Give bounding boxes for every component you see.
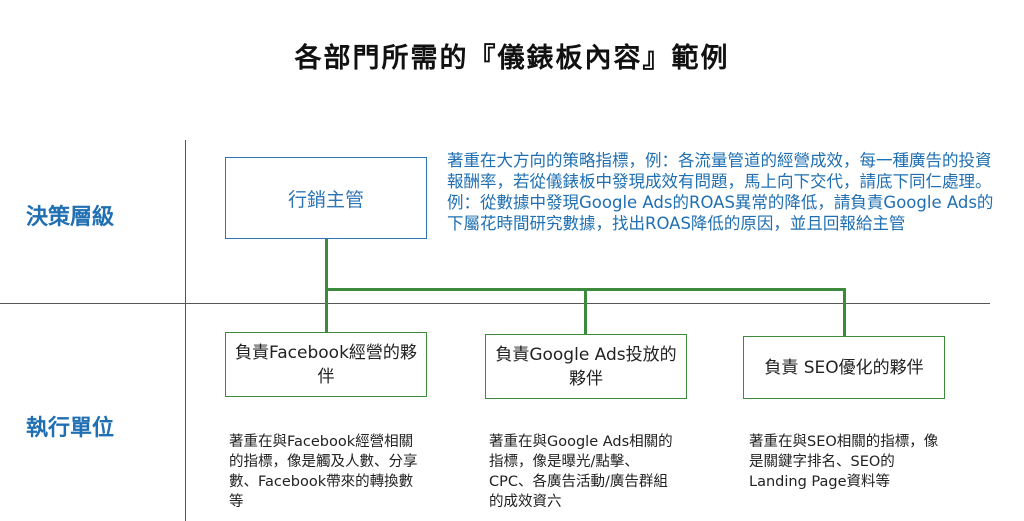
- unit-description-facebook: 著重在與Facebook經營相關的指標，像是觸及人數、分享數、Facebook帶…: [229, 434, 418, 510]
- connector-unit-1: [325, 288, 328, 332]
- unit-label-google-ads: 負責Google Ads投放的夥伴: [495, 344, 677, 389]
- connector-manager-down: [325, 239, 328, 290]
- execution-level-label: 執行單位: [26, 416, 115, 441]
- unit-label-seo: 負責 SEO優化的夥伴: [764, 357, 924, 378]
- page-title: 各部門所需的『儀錶板內容』範例: [294, 43, 730, 74]
- horizontal-divider: [0, 303, 990, 304]
- connector-unit-2: [584, 288, 587, 334]
- unit-label-facebook: 負責Facebook經營的夥伴: [235, 342, 417, 387]
- unit-description-google-ads: 著重在與Google Ads相關的指標，像是曝光/點擊、CPC、各廣告活動/廣告…: [489, 434, 673, 510]
- manager-box: 行銷主管: [225, 157, 427, 239]
- unit-box-seo: 負責 SEO優化的夥伴: [743, 336, 945, 399]
- vertical-divider: [185, 140, 186, 521]
- connector-unit-3: [843, 288, 846, 336]
- unit-box-facebook: 負責Facebook經營的夥伴: [225, 332, 427, 397]
- unit-description-seo: 著重在與SEO相關的指標，像是關鍵字排名、SEO的Landing Page資料等: [749, 434, 939, 490]
- unit-box-google-ads: 負責Google Ads投放的夥伴: [485, 334, 687, 399]
- decision-level-label: 決策層級: [26, 205, 115, 230]
- manager-label: 行銷主管: [287, 188, 364, 211]
- manager-description: 著重在大方向的策略指標，例：各流量管道的經營成效，每一種廣告的投資報酬率，若從儀…: [447, 151, 994, 233]
